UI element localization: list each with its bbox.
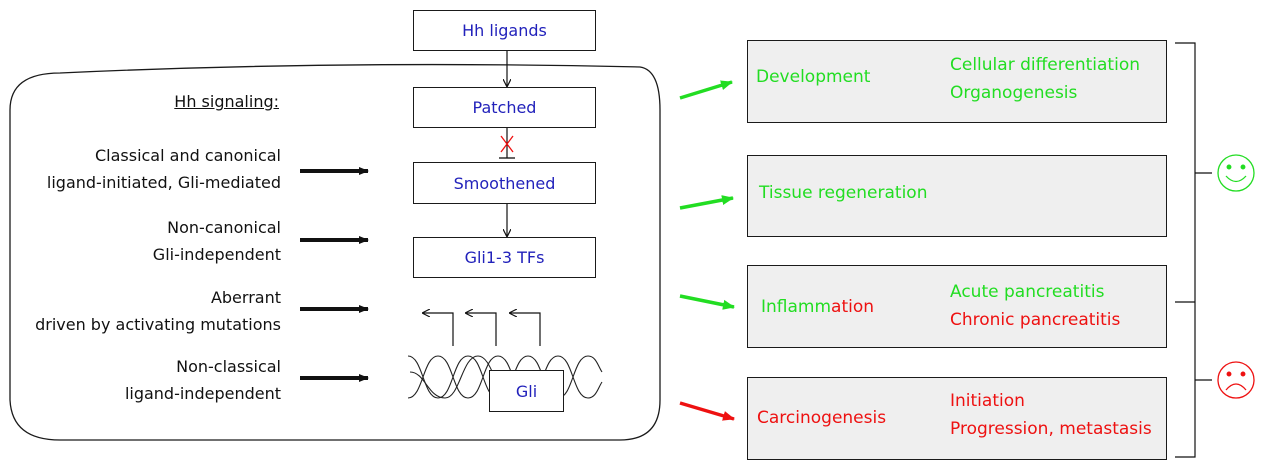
gli-tfs-box: Gli1-3 TFs (413, 237, 596, 278)
tissue-regeneration-box (747, 155, 1167, 237)
progression-metastasis: Progression, metastasis (950, 419, 1152, 439)
cellular-differentiation: Cellular differentiation (950, 55, 1140, 75)
hh-signaling-heading: Hh signaling: (174, 92, 279, 111)
inflammation-title-red: ation (831, 297, 875, 317)
development-title: Development (756, 67, 871, 87)
organogenesis: Organogenesis (950, 83, 1078, 103)
transcription-arrows (423, 313, 541, 346)
hh-ligands-box: Hh ligands (413, 10, 596, 51)
patched-box: Patched (413, 87, 596, 128)
noncanonical-label: Non-canonical Gli-independent (153, 214, 281, 268)
signaling-container (9, 63, 661, 441)
acute-pancreatitis: Acute pancreatitis (950, 282, 1105, 302)
gli-label: Gli (515, 381, 538, 401)
gli-box: Gli (489, 370, 564, 412)
noncanonical-line2: Gli-independent (152, 245, 281, 264)
hh-ligands-label: Hh ligands (462, 21, 547, 40)
nonclassical-line1: Non-classical (176, 357, 281, 376)
inflammation-title: Inflammation (761, 297, 874, 317)
tissue-regeneration-title: Tissue regeneration (759, 183, 928, 203)
aberrant-line1: Aberrant (210, 288, 281, 307)
aberrant-label: Aberrant driven by activating mutations (35, 284, 281, 338)
sad-face-icon (1217, 361, 1255, 399)
classical-label: Classical and canonical ligand-initiated… (47, 142, 281, 196)
initiation: Initiation (950, 391, 1025, 411)
inflammation-box (747, 265, 1167, 348)
smoothened-box: Smoothened (413, 162, 596, 204)
carcinogenesis-arrow (679, 401, 735, 421)
patched-label: Patched (472, 98, 537, 117)
gli-tfs-label: Gli1-3 TFs (464, 248, 545, 267)
happy-face-icon (1217, 154, 1255, 192)
development-box (747, 40, 1167, 123)
tissue-arrow (679, 195, 734, 210)
classical-line2: ligand-initiated, Gli-mediated (46, 173, 281, 192)
aberrant-line2: driven by activating mutations (35, 315, 281, 334)
noncanonical-line1: Non-canonical (167, 218, 281, 237)
nonclassical-line2: ligand-independent (124, 384, 281, 403)
nonclassical-label: Non-classical ligand-independent (125, 353, 281, 407)
inflammation-arrow (679, 294, 735, 310)
outer-bracket (1175, 42, 1196, 458)
carcinogenesis-title: Carcinogenesis (757, 408, 887, 428)
chronic-pancreatitis: Chronic pancreatitis (950, 310, 1121, 330)
carcinogenesis-box (747, 377, 1167, 460)
classical-line1: Classical and canonical (94, 146, 281, 165)
smoothened-label: Smoothened (453, 173, 556, 193)
development-arrow (679, 80, 733, 100)
inflammation-title-green: Inflamm (761, 297, 832, 317)
